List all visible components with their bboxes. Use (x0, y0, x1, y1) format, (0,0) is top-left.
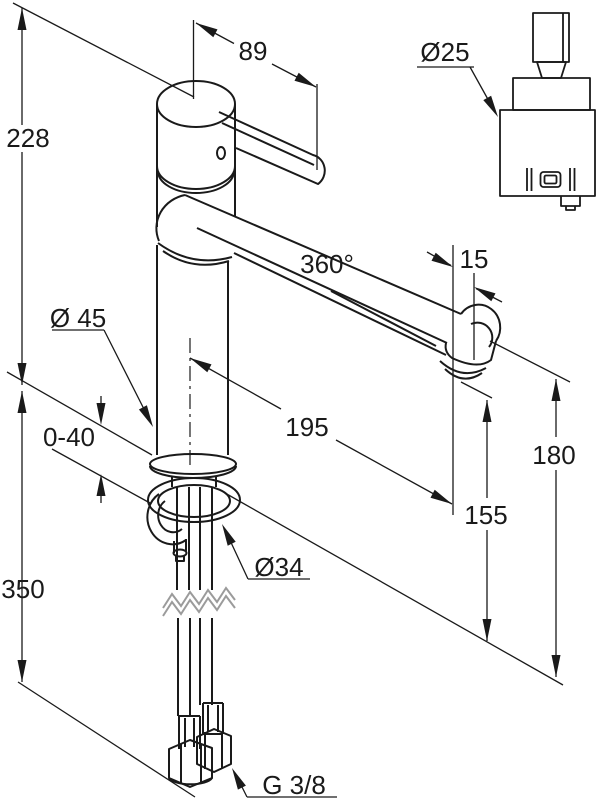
arrow-155-bottom (482, 619, 492, 641)
base-flange (149, 453, 237, 475)
hose-end-plane-line (17, 681, 196, 798)
ext-15 (452, 245, 475, 515)
spout-chamfer (330, 290, 437, 347)
deck-line-right (224, 492, 564, 686)
cartridge-stem (532, 12, 570, 63)
arrowheads (17, 8, 561, 790)
dim-shank-dia-label: Ø34 (254, 552, 303, 582)
mounting-ring-inner (157, 484, 231, 518)
arrow-dia34 (222, 524, 236, 546)
spout-tip-face (444, 340, 497, 366)
cartridge-port (539, 171, 562, 188)
dimension-lines (6, 2, 571, 798)
arrow-15-left (431, 252, 453, 267)
right-hex-nut (196, 728, 232, 773)
spout-tip-corner (460, 303, 502, 342)
spout-collar-seam (162, 250, 230, 266)
handle-lever (218, 111, 326, 185)
arrow-195-lower (430, 489, 452, 504)
arrow-228-bottom (17, 363, 27, 385)
arrow-195-upper (190, 358, 212, 373)
arrow-dia25 (483, 95, 498, 117)
body-seam (157, 170, 235, 194)
leader-dia45 (52, 329, 150, 420)
arrow-350-top (17, 391, 27, 413)
arrow-155-top (482, 400, 492, 422)
arrow-180-bottom (551, 655, 561, 677)
arrow-g38 (232, 768, 246, 790)
cartridge-line-art (499, 12, 596, 211)
arrow-dia45 (138, 405, 153, 427)
ext-cap-top (12, 2, 195, 98)
arrow-350-bottom (17, 660, 27, 682)
cartridge-slots (526, 168, 576, 191)
dim-cartridge-dia-label: Ø25 (420, 37, 469, 67)
dim-handle-length-label: 89 (239, 36, 268, 66)
handle-cap-bottom (156, 165, 236, 190)
spout-near-edge (196, 227, 448, 344)
clamp-stud-end (172, 548, 188, 558)
dim-spout-reach-label: 195 (285, 412, 328, 442)
arrow-15-right (474, 287, 496, 302)
lever-indicator-dot (216, 146, 226, 160)
spout-collar-bottom (157, 242, 233, 262)
dim-total-height-label: 228 (6, 123, 49, 153)
handle-lever-edge (221, 122, 315, 166)
arrow-180-top (551, 379, 561, 401)
arrow-040-down (96, 403, 106, 425)
left-collar (178, 715, 201, 749)
handle-cap-top (156, 80, 236, 128)
arrow-89-left (196, 23, 218, 38)
aerator (439, 360, 487, 380)
right-collar (202, 702, 224, 735)
dim-body-dia-label: Ø 45 (50, 303, 106, 333)
dim-swivel-angle-label: 360° (300, 249, 354, 279)
cartridge-stub (560, 196, 581, 211)
spout-tip-inner (470, 321, 494, 348)
cartridge-port-inner (543, 174, 558, 185)
arrow-040-up (96, 474, 106, 496)
hoses-lower (177, 618, 213, 716)
body-column (156, 245, 229, 455)
clamp-outer (146, 493, 187, 546)
shank (171, 477, 217, 487)
arrow-89-right (294, 72, 316, 87)
dim-mounting-range-label: 0-40 (43, 422, 95, 452)
spout-bottom-edge (233, 252, 447, 356)
break-mark-lower (162, 594, 236, 617)
handle-cap-sides (156, 104, 236, 166)
body-upper (156, 166, 236, 227)
dim-hose-length-label: 350 (1, 574, 44, 604)
cartridge-mid (512, 77, 591, 111)
spout-top-edge (184, 194, 462, 315)
cartridge-body (499, 109, 596, 197)
dim-spout-top-height-label: 180 (532, 440, 575, 470)
mounting-ring-outer (147, 477, 241, 523)
spout-collar-wrap (155, 194, 186, 242)
break-mark-upper (162, 586, 236, 609)
dim-outlet-height-label: 155 (464, 500, 507, 530)
left-nut-bottom (168, 777, 213, 786)
cartridge-neck (536, 61, 567, 79)
hose-break-marks (162, 586, 236, 617)
deck-line-left (6, 371, 153, 456)
leader-dia25 (417, 66, 491, 104)
dimension-labels: 228 89 Ø25 360° 15 Ø 45 0-40 195 180 155… (1, 36, 575, 800)
arrow-228-top (17, 8, 27, 30)
faucet-line-art (146, 80, 502, 788)
hoses-upper (176, 487, 213, 590)
dim-thread-label: G 3/8 (262, 770, 326, 800)
ext-89 (192, 20, 318, 170)
dim-outlet-offset-label: 15 (460, 244, 489, 274)
